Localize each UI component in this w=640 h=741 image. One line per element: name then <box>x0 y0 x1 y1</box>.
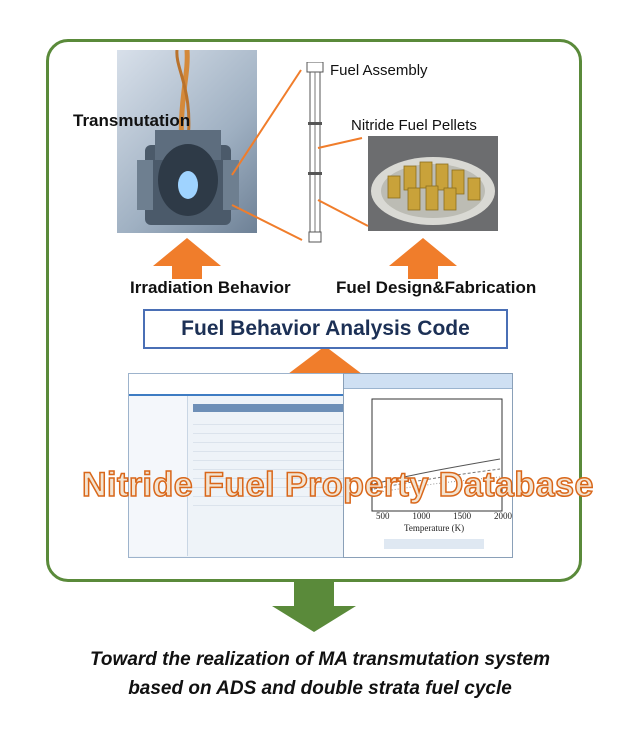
diagram-frame <box>46 39 582 582</box>
fuel-assembly-label: Fuel Assembly <box>330 62 428 79</box>
arrow-down-green <box>272 582 356 632</box>
tick-label: 1000 <box>412 511 431 521</box>
arrow-up-code <box>288 346 362 398</box>
arrow-up-irradiation <box>153 238 221 279</box>
fuel-assembly-drawing <box>303 61 327 244</box>
irradiation-label: Irradiation Behavior <box>130 278 291 297</box>
plot-tick-labels: 500 1000 1500 2000 <box>376 511 512 521</box>
plot-xlabel: Temperature (K) <box>404 523 465 533</box>
connector-pellets-bottom <box>317 199 369 227</box>
reactor-image <box>117 50 257 233</box>
database-title: Nitride Fuel Property Database <box>81 465 594 505</box>
fuel-pellets-image <box>368 136 498 231</box>
connector-fuel-assembly <box>231 69 302 176</box>
connector-pellets-top <box>317 137 363 149</box>
nitride-pellets-label: Nitride Fuel Pellets <box>351 117 477 134</box>
plot-window: 500 1000 1500 2000 Temperature (K) <box>343 373 513 558</box>
caption-line-1: Toward the realization of MA transmutati… <box>90 649 550 670</box>
tick-label: 1500 <box>453 511 472 521</box>
arrow-up-design <box>389 238 457 279</box>
transmutation-label: Transmutation <box>73 111 191 130</box>
tick-label: 500 <box>376 511 390 521</box>
caption-line-2: based on ADS and double strata fuel cycl… <box>128 678 512 699</box>
analysis-code-box: Fuel Behavior Analysis Code <box>143 309 508 349</box>
database-window <box>128 373 352 558</box>
fuel-design-label: Fuel Design&Fabrication <box>336 278 537 297</box>
connector-assembly-reactor <box>231 204 303 241</box>
tick-label: 2000 <box>493 511 512 521</box>
bottom-caption: Toward the realization of MA transmutati… <box>0 645 640 703</box>
